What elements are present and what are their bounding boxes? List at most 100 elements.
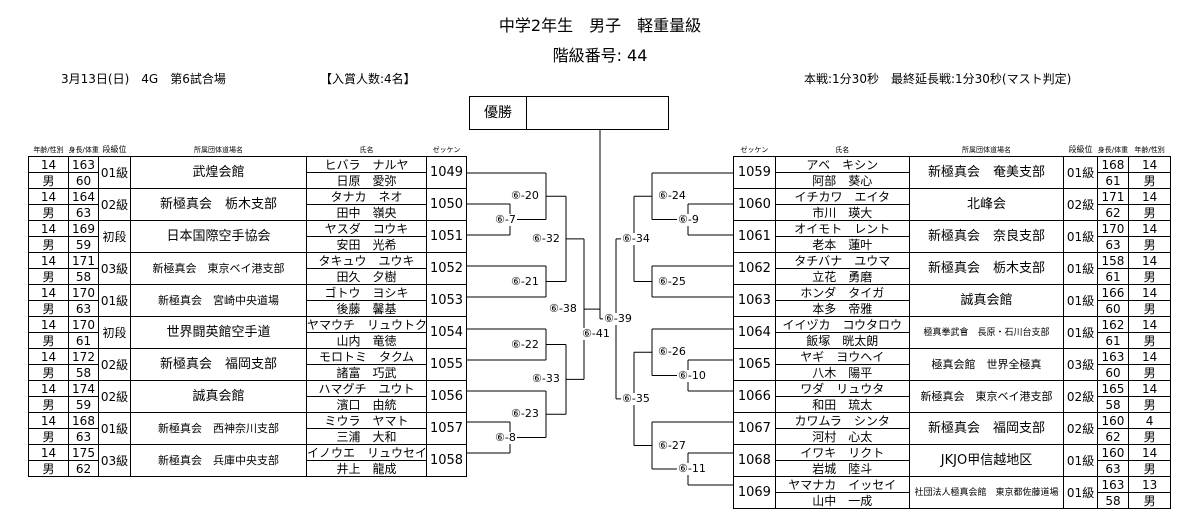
age: 14 [28, 444, 69, 461]
name-kana: ハマグチ ユウト [306, 380, 427, 397]
match-label: ⑥-11 [677, 462, 707, 475]
height: 168 [1096, 156, 1130, 173]
zekken-number: 1068 [733, 444, 776, 477]
col-zekken: ゼッケン [432, 146, 461, 154]
age: 14 [1128, 284, 1171, 301]
col-dojo: 所属団体道場名 [961, 146, 1011, 154]
zekken-number: 1064 [733, 316, 776, 349]
height: 160 [1096, 444, 1130, 461]
dojo-name: 新極真会 宮崎中央道場 [130, 284, 307, 317]
sex: 男 [28, 204, 69, 221]
name-kana: ヒバラ ナルヤ [306, 156, 427, 173]
zekken-number: 1066 [733, 380, 776, 413]
name-kanji: 和田 琉太 [774, 396, 910, 413]
sex: 男 [28, 460, 69, 477]
height: 172 [68, 348, 99, 365]
rank: 02級 [1063, 188, 1098, 221]
col-height-weight: 身長/体重 [68, 146, 99, 154]
height: 169 [68, 220, 99, 237]
name-kanji: 田中 嶺央 [306, 204, 427, 221]
name-kana: イワキ リクト [774, 444, 910, 461]
rank: 03級 [98, 444, 131, 477]
weight: 58 [1096, 492, 1130, 509]
dojo-name: 世界闘英館空手道 [130, 316, 307, 349]
sex: 男 [1128, 204, 1171, 221]
rank: 01級 [1063, 316, 1098, 349]
name-kana: タチバナ ユウマ [774, 252, 910, 269]
dojo-name: 新極真会 福岡支部 [130, 348, 307, 381]
sex: 男 [1128, 268, 1171, 285]
date-info: 3月13日(日) 4G 第6試合場 [61, 72, 226, 86]
name-kanji: 諸富 巧武 [306, 364, 427, 381]
match-rules: 本戦:1分30秒 最終延長戦:1分30秒(マスト判定) [804, 72, 1072, 86]
height: 163 [68, 156, 99, 173]
height: 171 [1096, 188, 1130, 205]
age: 14 [28, 348, 69, 365]
dojo-name: 新極真会 福岡支部 [908, 412, 1065, 445]
name-kana: ミウラ ヤマト [306, 412, 427, 429]
sex: 男 [1128, 300, 1171, 317]
name-kanji: 濱口 由統 [306, 396, 427, 413]
age: 14 [28, 188, 69, 205]
weight: 61 [1096, 172, 1130, 189]
dojo-name: 新極真会 栃木支部 [908, 252, 1065, 285]
name-kana: タナカ ネオ [306, 188, 427, 205]
name-kana: イノウエ リュウセイ [306, 444, 427, 461]
dojo-name: 北峰会 [908, 188, 1065, 221]
zekken-number: 1056 [426, 380, 467, 413]
rank: 01級 [1063, 476, 1098, 509]
zekken-number: 1053 [426, 284, 467, 317]
height: 160 [1096, 412, 1130, 429]
name-kanji: 井上 龍成 [306, 460, 427, 477]
name-kanji: 日原 愛弥 [306, 172, 427, 189]
zekken-number: 1055 [426, 348, 467, 381]
age: 14 [28, 220, 69, 237]
height: 175 [68, 444, 99, 461]
height: 163 [1096, 348, 1130, 365]
rank: 02級 [98, 380, 131, 413]
col-rank: 段級位 [1068, 145, 1093, 154]
sex: 男 [28, 300, 69, 317]
height: 165 [1096, 380, 1130, 397]
dojo-name: 新極真会 奈良支部 [908, 220, 1065, 253]
name-kana: ワダ リュウタ [774, 380, 910, 397]
name-kana: オイモト レント [774, 220, 910, 237]
weight: 63 [68, 204, 99, 221]
name-kanji: 山内 竜徳 [306, 332, 427, 349]
sex: 男 [28, 428, 69, 445]
match-label: ⑥-21 [510, 274, 540, 288]
sex: 男 [1128, 236, 1171, 253]
sex: 男 [28, 236, 69, 253]
age: 14 [1128, 156, 1171, 173]
name-kana: アベ キシン [774, 156, 910, 173]
col-dojo: 所属団体道場名 [194, 146, 243, 154]
zekken-number: 1057 [426, 412, 467, 445]
dojo-name: 極真会館 世界全極真 [908, 348, 1065, 381]
match-label: ⑥-27 [657, 438, 687, 452]
col-age-sex: 年齢/性別 [1134, 146, 1165, 154]
zekken-number: 1059 [733, 156, 776, 189]
weight: 63 [1096, 460, 1130, 477]
name-kanji: 岩城 陸斗 [774, 460, 910, 477]
age: 14 [28, 380, 69, 397]
name-kanji: 山中 一成 [774, 492, 910, 509]
match-label: ⑥-33 [531, 372, 561, 386]
age: 14 [1128, 316, 1171, 333]
match-label: ⑥-10 [677, 368, 707, 382]
